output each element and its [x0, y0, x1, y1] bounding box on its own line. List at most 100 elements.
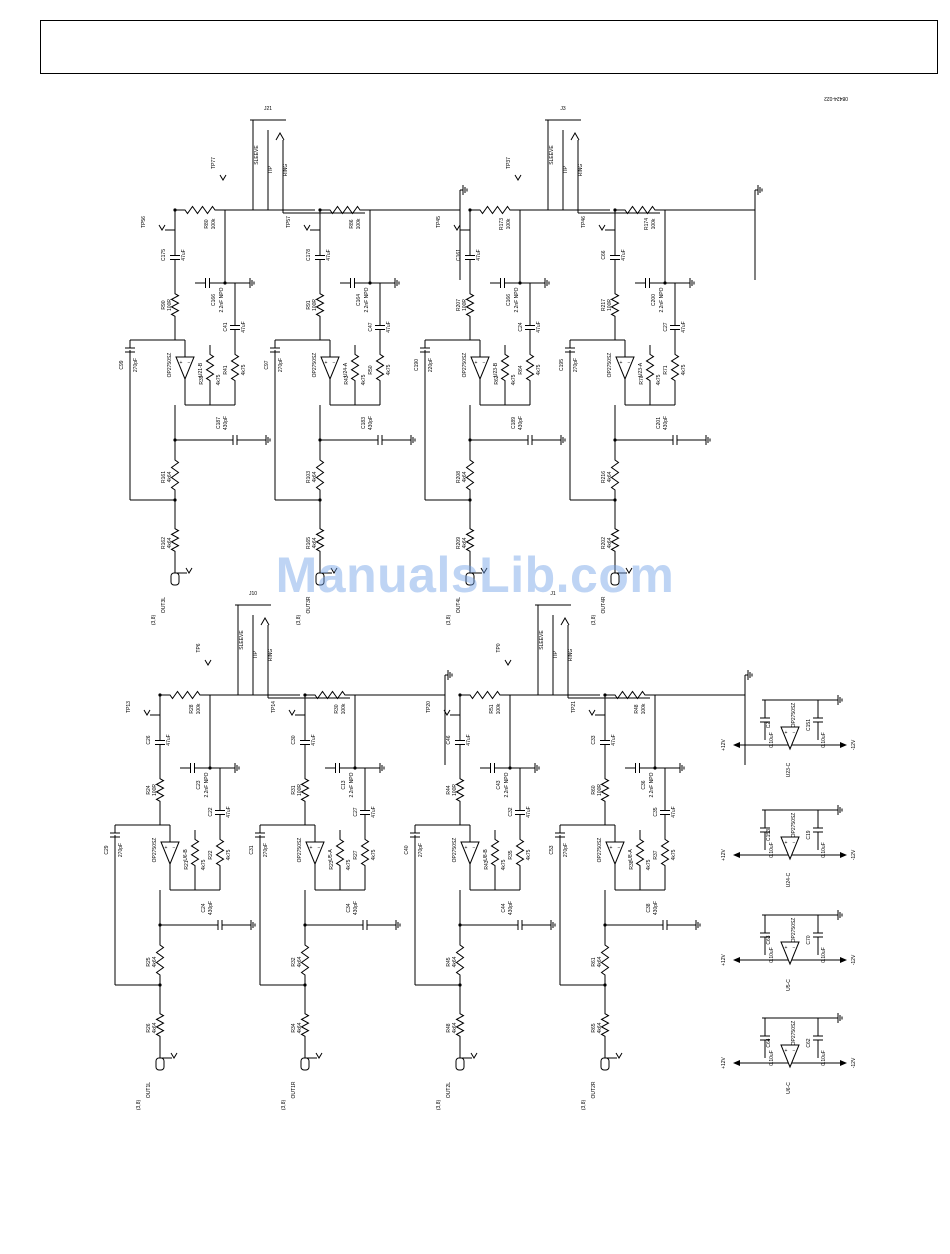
supply-label: -12V: [851, 739, 857, 750]
resistor-symbol: [155, 775, 165, 805]
junction-dot: [458, 693, 462, 697]
part-label: 2.2nF NPO: [349, 772, 355, 797]
output-connector: [155, 1057, 165, 1071]
opamp-symbol: [780, 941, 800, 966]
part-label: 4k75: [511, 374, 517, 385]
part-label: 430pF: [653, 901, 659, 915]
resistor-symbol: [375, 350, 385, 385]
resistor-symbol: [465, 525, 475, 555]
part-label: R41: [223, 365, 229, 374]
part-label: C30: [291, 735, 297, 744]
part-label: 270pF: [563, 843, 569, 857]
part-label: C38: [646, 903, 652, 912]
part-label: 4k75: [536, 364, 542, 375]
pin-sign: +: [465, 845, 468, 851]
part-label: 220pF: [428, 358, 434, 372]
part-label: 100k: [506, 218, 512, 229]
opamp-ref: U8-A: [628, 849, 634, 861]
pin-sign: +: [325, 360, 328, 366]
part-label: 47uF: [386, 321, 392, 332]
part-label: 4k75: [226, 849, 232, 860]
part-label: 47uF: [311, 734, 317, 745]
part-label: 2.2nF NPO: [514, 287, 520, 312]
part-label: 0.10uF: [769, 1050, 775, 1066]
part-label: C190: [414, 359, 420, 371]
opamp-symbol: [780, 726, 800, 751]
part-label: C22: [208, 807, 214, 816]
part-label: 430pF: [508, 901, 514, 915]
resistor-symbol: [455, 1010, 465, 1040]
part-label: C53: [549, 845, 555, 854]
junction-dot: [603, 693, 607, 697]
part-label: 100k: [211, 218, 217, 229]
part-label: R103: [306, 471, 312, 483]
part-label: TP14: [271, 701, 277, 713]
opamp-ref: U21-B: [198, 362, 204, 377]
sheet-ref: (3,8): [436, 1100, 442, 1111]
jack-pin: SLEEVE: [539, 630, 545, 650]
part-label: C24: [518, 322, 524, 331]
part-label: 100k: [651, 218, 657, 229]
part-label: R86: [349, 219, 355, 228]
part-label: 4k75: [241, 364, 247, 375]
test-point-symbol: [204, 659, 212, 666]
resistor-symbol: [600, 940, 610, 980]
part-label: C166: [506, 294, 512, 306]
pin-sign: −: [793, 840, 796, 846]
part-label: 430pF: [368, 416, 374, 430]
jack-pin: TIP: [553, 650, 559, 658]
test-point-symbol: [504, 659, 512, 666]
part-label: 4k75: [371, 849, 377, 860]
part-label: 270pF: [133, 358, 139, 372]
part-label: C70: [806, 935, 812, 944]
part-label: C36: [641, 780, 647, 789]
resistor-symbol: [180, 205, 220, 215]
part-label: 270pF: [118, 843, 124, 857]
part-label: 4k64: [297, 1022, 303, 1033]
output-connector: [455, 1057, 465, 1071]
resistor-symbol: [635, 835, 645, 870]
part-label: 4k75: [681, 364, 687, 375]
part-label: 100R: [297, 784, 303, 796]
part-label: TP21: [571, 701, 577, 713]
part-label: R22: [208, 850, 214, 859]
arrow: [840, 742, 847, 748]
part-label: R38: [629, 860, 635, 869]
junction-dot: [303, 693, 307, 697]
junction-dot: [208, 766, 212, 770]
part-label: 4k64: [462, 471, 468, 482]
opamp-symbol: [175, 356, 195, 381]
part-label: 430pF: [223, 416, 229, 430]
part-label: C31: [249, 845, 255, 854]
part-label: C166: [211, 294, 217, 306]
part-label: C187: [216, 417, 222, 429]
junction-dot: [653, 766, 657, 770]
resistor-symbol: [170, 290, 180, 320]
part-label: 47uF: [611, 734, 617, 745]
part-label: 100R: [167, 299, 173, 311]
test-point-symbol: [453, 224, 461, 231]
pin-sign: −: [618, 845, 621, 851]
part-label: 4k64: [452, 1022, 458, 1033]
test-point-symbol: [158, 224, 166, 231]
opamp-part: OP2750SZ: [297, 838, 303, 863]
jack-ref: J1: [550, 591, 556, 597]
part-label: 430pF: [353, 901, 359, 915]
part-label: C2: [766, 722, 772, 729]
pin-sign: −: [483, 360, 486, 366]
part-label: R48: [446, 1023, 452, 1032]
test-point-symbol: [170, 1052, 178, 1059]
part-label: R37: [653, 850, 659, 859]
part-label: TP13: [126, 701, 132, 713]
pin-sign: +: [610, 845, 613, 851]
part-label: 47uF: [681, 321, 687, 332]
part-label: 4k75: [201, 859, 207, 870]
part-label: C66: [601, 250, 607, 259]
opamp-ref: U23-B: [493, 362, 499, 377]
resistor-symbol: [600, 775, 610, 805]
resistor-symbol: [490, 835, 500, 870]
part-label: R23: [329, 860, 335, 869]
part-label: 2.2nF NPO: [649, 772, 655, 797]
